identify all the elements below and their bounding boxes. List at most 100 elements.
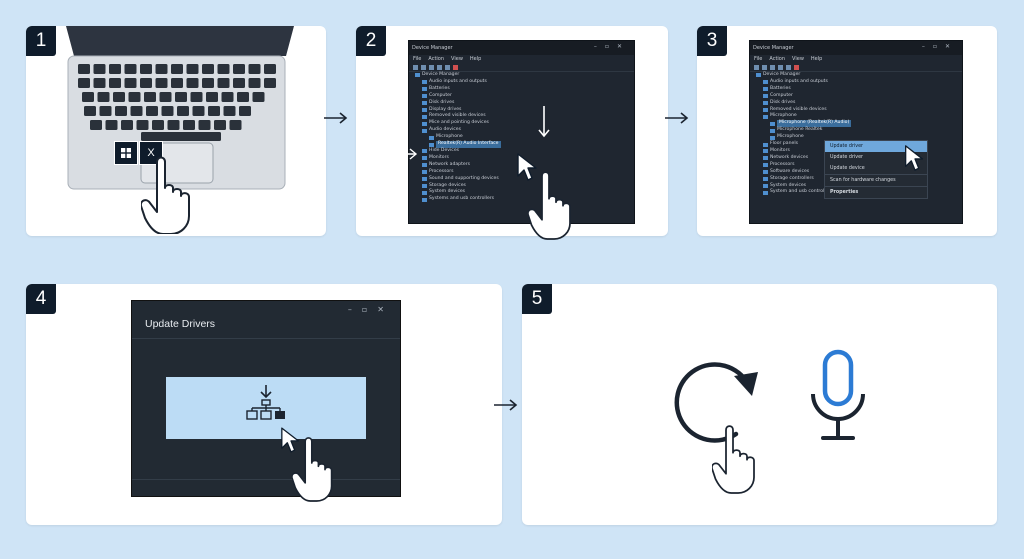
tree-item[interactable]: Microphone	[756, 113, 962, 120]
keyboard-key[interactable]	[186, 64, 199, 74]
keyboard-key[interactable]	[202, 64, 214, 74]
tree-item[interactable]: Removed visible devices	[415, 113, 634, 120]
keyboard-key[interactable]	[109, 78, 121, 88]
tree-item[interactable]: System devices	[415, 189, 634, 196]
keyboard-key[interactable]	[192, 106, 205, 116]
keyboard-key[interactable]	[264, 64, 276, 74]
window-controls[interactable]: –▫✕	[921, 43, 958, 50]
tree-item[interactable]: System devices	[756, 183, 962, 190]
tree-item[interactable]: Network devices	[756, 155, 962, 162]
keyboard-key[interactable]	[186, 78, 199, 88]
keyboard-key[interactable]	[90, 120, 102, 130]
spacebar-key[interactable]	[141, 132, 221, 141]
properties-icon[interactable]	[770, 64, 775, 70]
tree-item[interactable]: Processors	[756, 162, 962, 169]
window-controls[interactable]: –▫✕	[593, 43, 630, 50]
keyboard-key[interactable]	[264, 78, 276, 88]
keyboard-key[interactable]	[155, 64, 168, 74]
forward-icon[interactable]	[762, 64, 767, 70]
tree-item[interactable]: Audio inputs and outputs	[756, 79, 962, 86]
keyboard-key[interactable]	[239, 106, 251, 116]
keyboard-key[interactable]	[171, 78, 183, 88]
keyboard-key[interactable]	[140, 64, 152, 74]
tree-item[interactable]: Processors	[415, 169, 634, 176]
keyboard-key[interactable]	[248, 64, 261, 74]
tree-item[interactable]: Software devices	[756, 169, 962, 176]
help-icon[interactable]	[778, 64, 783, 70]
tree-item[interactable]: Realtek(R) Audio Interface	[415, 141, 634, 148]
tree-item[interactable]: Device Manager	[756, 72, 962, 79]
menu-item[interactable]: View	[451, 56, 463, 62]
back-icon[interactable]	[754, 64, 759, 70]
tree-item[interactable]: Audio devices	[415, 127, 634, 134]
keyboard-key[interactable]	[121, 120, 133, 130]
menu-item[interactable]: Action	[428, 56, 445, 62]
tree-item[interactable]: Sound and supporting devices	[415, 176, 634, 183]
tree-item[interactable]: Device Manager	[415, 72, 634, 79]
tree-item[interactable]: Batteries	[415, 86, 634, 93]
tree-item[interactable]: Mice and pointing devices	[415, 120, 634, 127]
keyboard-key[interactable]	[99, 106, 112, 116]
context-menu-item[interactable]: Scan for hardware changes	[825, 174, 927, 186]
keyboard-key[interactable]	[93, 78, 106, 88]
keyboard-key[interactable]	[229, 120, 242, 130]
keyboard-key[interactable]	[190, 92, 203, 102]
keyboard-key[interactable]	[146, 106, 158, 116]
keyboard-key[interactable]	[109, 64, 121, 74]
keyboard-key[interactable]	[206, 92, 218, 102]
tree-item[interactable]: Display drives	[415, 107, 634, 114]
keyboard-key[interactable]	[177, 106, 189, 116]
update-drivers-button[interactable]	[166, 377, 366, 439]
tree-item[interactable]: Computer	[756, 93, 962, 100]
tree-item[interactable]: Storage devices	[415, 183, 634, 190]
keyboard-key[interactable]	[248, 78, 261, 88]
context-menu-item[interactable]: Update driver	[830, 155, 864, 160]
help-icon[interactable]	[437, 64, 442, 70]
tree-item[interactable]: Audio inputs and outputs	[415, 79, 634, 86]
keyboard-key[interactable]	[140, 78, 152, 88]
keyboard-key[interactable]	[214, 120, 226, 130]
keyboard-key[interactable]	[233, 64, 245, 74]
menu-item[interactable]: Action	[769, 56, 786, 62]
window-controls[interactable]: –▫✕	[347, 305, 394, 314]
tree-item[interactable]: Computer	[415, 93, 634, 100]
windows-key[interactable]	[114, 141, 138, 165]
menu-item[interactable]: File	[413, 56, 422, 62]
menu-item[interactable]: View	[792, 56, 804, 62]
keyboard-key[interactable]	[223, 106, 236, 116]
tree-item[interactable]: Systems and usb controllers	[415, 196, 634, 203]
forward-icon[interactable]	[421, 64, 426, 70]
keyboard-key[interactable]	[93, 64, 106, 74]
scan-icon[interactable]	[786, 64, 791, 70]
keyboard-key[interactable]	[183, 120, 195, 130]
keyboard-key[interactable]	[217, 64, 230, 74]
keyboard-key[interactable]	[144, 92, 156, 102]
menu-item[interactable]: File	[754, 56, 763, 62]
tree-item[interactable]: Disk drives	[756, 100, 962, 107]
keyboard-key[interactable]	[136, 120, 149, 130]
keyboard-key[interactable]	[252, 92, 265, 102]
tree-item[interactable]: Microphone (Realtek(R) Audio)	[756, 120, 962, 128]
tree-item[interactable]: Disk drives	[415, 100, 634, 107]
keyboard-key[interactable]	[217, 78, 230, 88]
keyboard-key[interactable]	[233, 78, 245, 88]
keyboard-key[interactable]	[115, 106, 127, 116]
menu-item[interactable]: Help	[469, 56, 482, 62]
keyboard-key[interactable]	[84, 106, 96, 116]
tree-item[interactable]: Monitors	[415, 155, 634, 162]
keyboard-key[interactable]	[198, 120, 211, 130]
keyboard-key[interactable]	[113, 92, 125, 102]
tree-item[interactable]: Network adapters	[415, 162, 634, 169]
tree-item[interactable]: System and usb controllers	[756, 189, 962, 196]
keyboard-key[interactable]	[82, 92, 94, 102]
keyboard-key[interactable]	[171, 64, 183, 74]
context-menu-item[interactable]: Update driver	[825, 141, 927, 152]
context-menu-item[interactable]: Update device	[830, 166, 865, 171]
keyboard-key[interactable]	[128, 92, 141, 102]
keyboard-key[interactable]	[124, 64, 137, 74]
keyboard-key[interactable]	[97, 92, 110, 102]
keyboard-key[interactable]	[221, 92, 234, 102]
tree-item[interactable]: Storage controllers	[756, 176, 962, 183]
tree-item[interactable]: Monitors	[756, 148, 962, 155]
keyboard-key[interactable]	[78, 64, 90, 74]
